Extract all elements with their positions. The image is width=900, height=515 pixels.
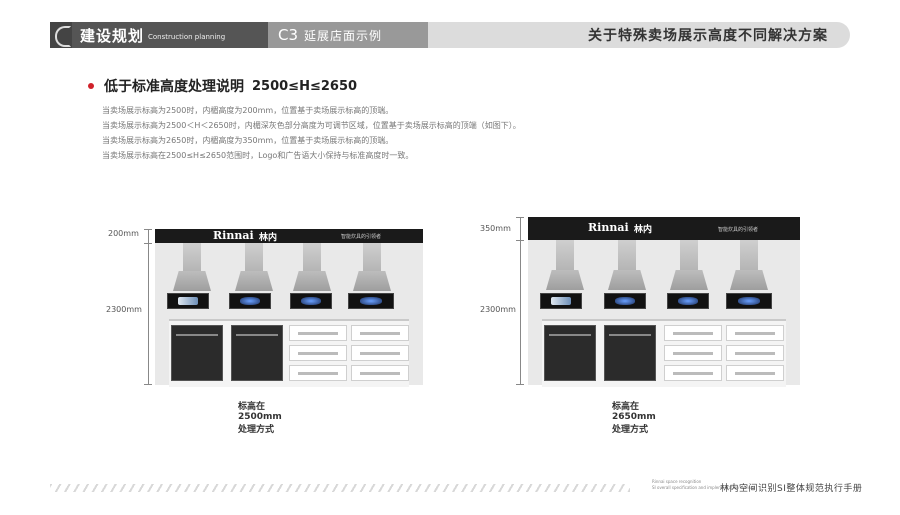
header-bar: 建设规划 Construction planning C3 延展店面示例 关于特… — [50, 22, 850, 48]
brand-logo-cn: 林内 — [259, 233, 278, 243]
slogan-text: 智能炊具的引领者 — [718, 227, 759, 233]
dimension-line — [148, 229, 149, 385]
display-screen — [540, 293, 582, 309]
range-hood — [183, 243, 201, 271]
display-screen — [667, 293, 709, 309]
oven-unit — [604, 325, 656, 381]
figure-caption: 标高在2500mm处理方式 — [238, 402, 282, 435]
drawer-unit — [289, 345, 347, 361]
drawer-unit — [664, 325, 722, 341]
booth-elevation: Rinnai 林内 智能炊具的引领者 — [155, 229, 423, 387]
drawer-unit — [289, 365, 347, 381]
range-hood — [680, 240, 698, 270]
drawer-unit — [726, 365, 784, 381]
description-line: 当卖场展示标高为2500时，内楣高度为200mm，位置基于卖场展示标高的顶端。 — [102, 106, 394, 115]
oven-unit — [171, 325, 223, 381]
dim-top-label: 350mm — [480, 224, 511, 233]
display-screen — [229, 293, 271, 309]
page-title: 关于特殊卖场展示高度不同解决方案 — [588, 28, 828, 44]
section-heading-range: 2500≤H≤2650 — [252, 78, 358, 94]
oven-unit — [231, 325, 283, 381]
slogan-text: 智能炊具的引领者 — [341, 234, 382, 240]
figure-caption: 标高在2650mm处理方式 — [612, 402, 656, 435]
range-hood — [618, 240, 636, 270]
display-screen — [348, 293, 394, 309]
range-hood — [740, 240, 758, 270]
dim-body-label: 2300mm — [106, 305, 142, 314]
page-title-bar: 关于特殊卖场展示高度不同解决方案 — [428, 22, 850, 48]
footer-stripes — [50, 484, 630, 492]
fascia-header: Rinnai 林内 智能炊具的引领者 — [528, 217, 800, 240]
dimension-line — [520, 217, 521, 385]
display-screen — [604, 293, 646, 309]
display-screen — [167, 293, 209, 309]
chapter-code: C3 — [278, 26, 299, 44]
range-hood — [245, 243, 263, 271]
description-line: 当卖场展示标高为2650时，内楣高度为350mm，位置基于卖场展示标高的顶端。 — [102, 136, 394, 145]
brand-logo-cn: 林内 — [634, 225, 653, 235]
range-hood — [363, 243, 381, 271]
display-screen — [290, 293, 332, 309]
chapter-title: 延展店面示例 — [304, 28, 383, 43]
drawer-unit — [664, 345, 722, 361]
chapter-tab: C3 延展店面示例 — [268, 22, 428, 48]
fascia-header: Rinnai 林内 智能炊具的引领者 — [155, 229, 423, 243]
description-line: 当卖场展示标高在2500≤H≤2650范围时，Logo和广告语大小保持与标准高度… — [102, 151, 414, 160]
section-tab: 建设规划 Construction planning — [50, 22, 268, 48]
c-logo-icon — [50, 22, 72, 48]
description-block: 当卖场展示标高为2500时，内楣高度为200mm，位置基于卖场展示标高的顶端。 … — [102, 103, 521, 163]
dim-body-label: 2300mm — [480, 305, 516, 314]
drawer-unit — [289, 325, 347, 341]
section-title-en: Construction planning — [148, 33, 226, 41]
drawer-unit — [664, 365, 722, 381]
description-line: 当卖场展示标高为2500＜H＜2650时，内楣深灰色部分高度为可调节区域，位置基… — [102, 121, 521, 130]
range-hood — [303, 243, 321, 271]
footer-title: 林内空间识别SI整体规范执行手册 — [720, 484, 863, 494]
drawer-unit — [351, 345, 409, 361]
brand-logo: Rinnai — [213, 229, 254, 242]
range-hood — [556, 240, 574, 270]
section-heading-title: 低于标准高度处理说明 — [104, 79, 244, 95]
drawer-unit — [351, 325, 409, 341]
brand-logo: Rinnai — [588, 221, 629, 234]
drawer-unit — [726, 325, 784, 341]
drawer-unit — [726, 345, 784, 361]
booth-elevation: Rinnai 林内 智能炊具的引领者 — [528, 217, 800, 387]
section-title: 建设规划 — [80, 26, 145, 45]
section-heading: 低于标准高度处理说明 2500≤H≤2650 — [88, 76, 357, 96]
dim-top-label: 200mm — [108, 229, 139, 238]
drawer-unit — [351, 365, 409, 381]
footer-small-text: Rinnai space recognition SI overall spec… — [652, 479, 756, 490]
display-screen — [726, 293, 772, 309]
red-bullet-icon — [88, 83, 94, 89]
oven-unit — [544, 325, 596, 381]
